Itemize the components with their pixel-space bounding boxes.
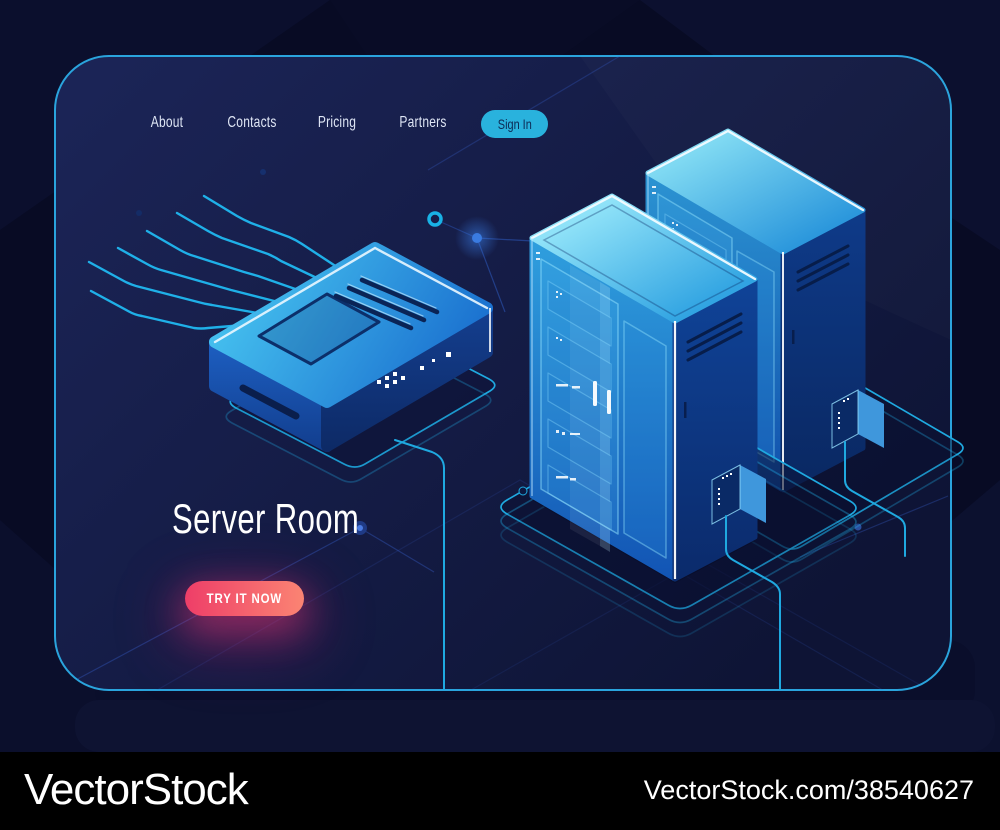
watermark-image-ref: VectorStock.com/38540627 [643, 774, 974, 805]
router-illustration [209, 242, 493, 452]
sign-in-button[interactable]: Sign In [481, 110, 548, 138]
try-it-now-button[interactable]: TRY IT NOW [185, 581, 304, 616]
page-title: Server Room [172, 495, 360, 542]
try-it-now-label: TRY IT NOW [206, 591, 283, 606]
nav-link-contacts[interactable]: Contacts [227, 114, 277, 131]
panel-shadow-slab-2 [75, 700, 995, 752]
nav-link-pricing[interactable]: Pricing [317, 114, 357, 131]
network-nodes [136, 169, 862, 535]
watermark-brand: VectorStock [24, 765, 249, 814]
nav-link-partners[interactable]: Partners [399, 114, 447, 131]
network-cables [87, 194, 342, 330]
rack-cables [711, 389, 906, 690]
sign-in-label: Sign In [497, 116, 532, 132]
watermark-bar: VectorStock VectorStock.com/38540627 [0, 752, 1000, 830]
nav-link-about[interactable]: About [150, 114, 184, 131]
